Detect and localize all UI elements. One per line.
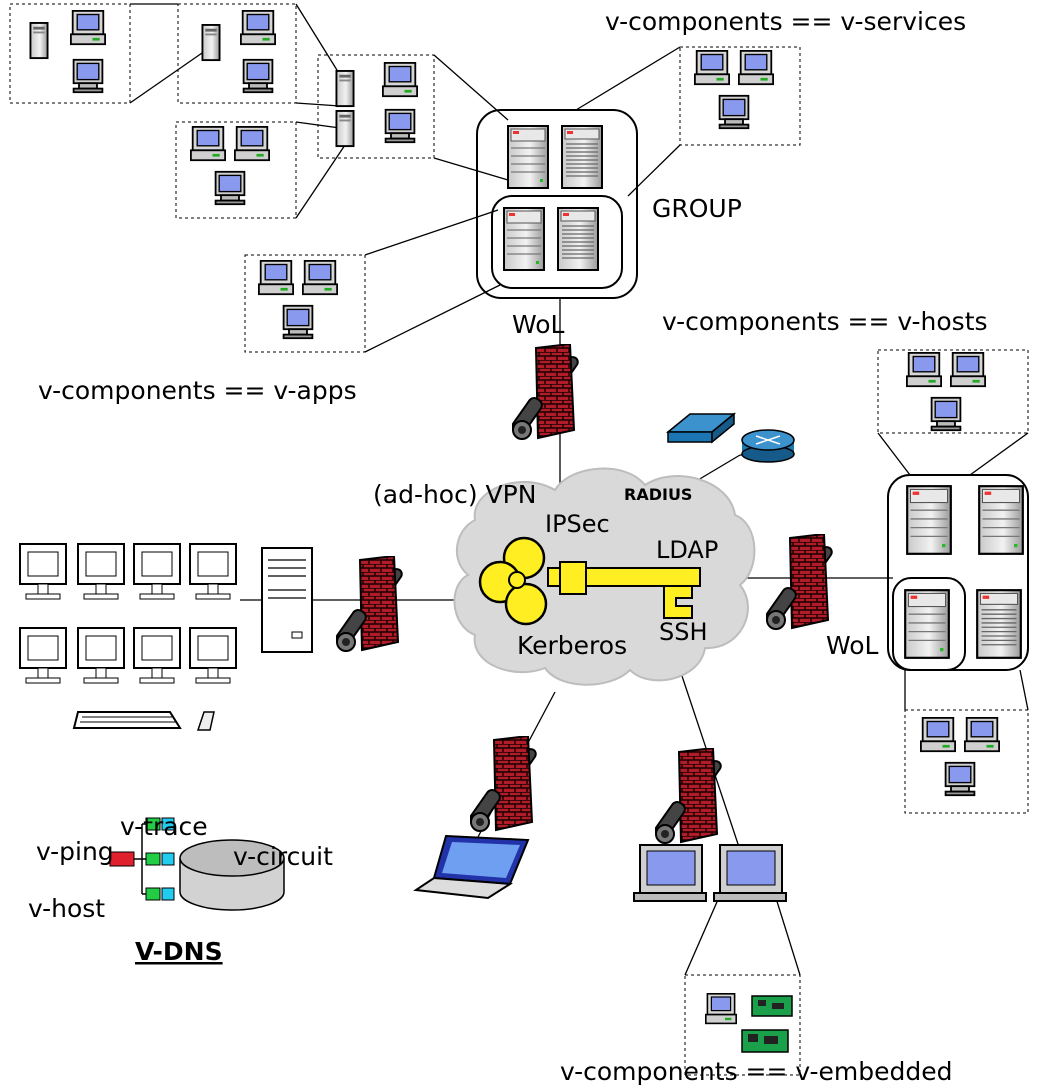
firewall-icon-left (336, 556, 405, 652)
ipsec-label: IPSec (545, 510, 610, 538)
apps-subnet-3 (317, 54, 435, 159)
apps-subnet-1 (9, 3, 131, 104)
server-icon (976, 589, 1022, 659)
vhost-label: v-host (28, 894, 105, 923)
vdns-diagram (109, 817, 285, 911)
embedded-label: v-components == v-embedded (560, 1057, 953, 1086)
server-icon (561, 125, 603, 189)
hosts-subnet (877, 349, 1029, 434)
vpn-label: (ad-hoc) VPN (373, 480, 536, 509)
workstation-icon (705, 993, 737, 1025)
wol-top-label: WoL (512, 310, 565, 339)
apps-subnet-2 (177, 3, 297, 104)
monitor-icon (242, 58, 274, 94)
lab-monitors-row-1 (19, 543, 237, 600)
laptop-icon (413, 834, 530, 900)
embedded-subnet (684, 974, 801, 1076)
workstation-cluster-icon (259, 261, 337, 338)
group-server-box (476, 109, 638, 299)
hosts-subnet-lower (904, 709, 1029, 814)
monitor-icon (384, 108, 416, 144)
hosts-label: v-components == v-hosts (662, 307, 988, 336)
workstation-lab (19, 543, 313, 731)
key-icon (478, 536, 701, 626)
kerberos-label: Kerberos (517, 631, 627, 660)
ldap-label: LDAP (656, 536, 718, 564)
radius-label: RADIUS (624, 485, 692, 504)
services-label: v-components == v-services (605, 7, 966, 36)
tower-icon (335, 70, 355, 108)
lab-keyboard-icon (72, 711, 215, 731)
lab-tower-icon (261, 547, 313, 653)
apps-subnet-4 (175, 121, 297, 219)
ssh-label: SSH (659, 618, 708, 646)
workstation-cluster-icon (921, 718, 999, 795)
workstation-cluster-icon (695, 51, 773, 128)
hosts-server-box (887, 474, 1029, 671)
apps-label: v-components == v-apps (38, 376, 357, 405)
radius-router-icon (741, 429, 795, 463)
server-icon (904, 589, 950, 659)
tower-icon (335, 110, 355, 148)
lab-monitors-row-2 (19, 627, 237, 684)
firewall-icon-top (512, 344, 581, 440)
tower-icon (201, 24, 221, 62)
workstation-icon (70, 10, 106, 46)
services-subnet (679, 46, 801, 146)
database-disk-icon (179, 839, 285, 911)
tower-icon (29, 22, 49, 60)
apps-subnet-5 (244, 254, 366, 353)
vcircuit-label: v-circuit (233, 842, 333, 871)
workstation-cluster-icon (907, 353, 985, 430)
server-icon (507, 125, 549, 189)
circuit-board-icon (741, 995, 793, 1053)
firewall-icon-bottom-left (470, 736, 539, 832)
server-icon (557, 207, 599, 271)
workstation-icon (382, 62, 418, 98)
server-icon (978, 485, 1024, 555)
monitor-icon (72, 58, 104, 94)
embedded-monitors (633, 844, 787, 902)
group-label: GROUP (652, 194, 742, 223)
radius-switch-icon (665, 412, 737, 444)
vtrace-label: v-trace (120, 812, 208, 841)
workstation-icon (240, 10, 276, 46)
workstation-cluster-icon (191, 127, 269, 204)
server-icon (503, 207, 545, 271)
server-icon (906, 485, 952, 555)
wol-right-label: WoL (826, 631, 879, 660)
vping-label: v-ping (36, 837, 114, 866)
vdns-title: V-DNS (135, 937, 223, 966)
firewall-icon-right (766, 534, 835, 630)
firewall-icon-bottom-right (655, 748, 724, 844)
